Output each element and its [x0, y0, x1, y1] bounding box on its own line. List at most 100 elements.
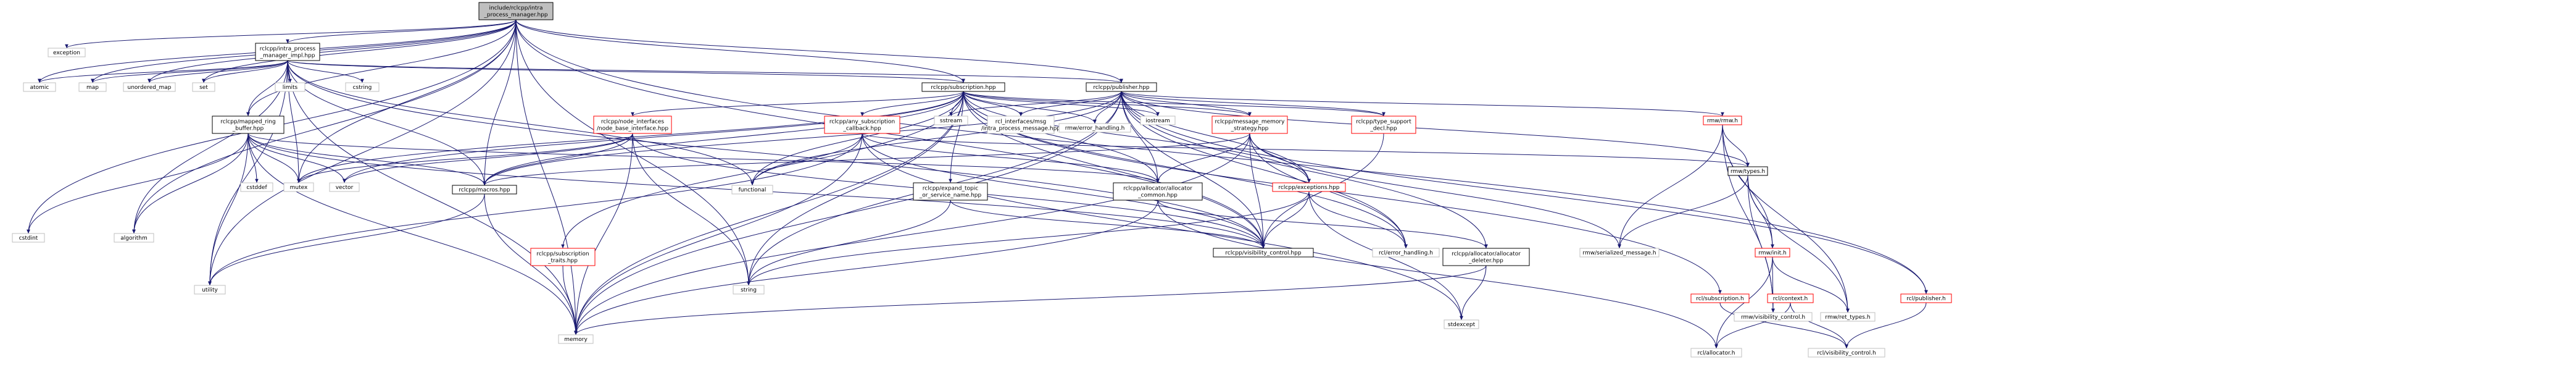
node-box: [1213, 248, 1314, 258]
node-mapped-ring[interactable]: rclcpp/mapped_ring_buffer.hpp: [212, 116, 285, 134]
node-rcl-ctx[interactable]: rcl/context.h: [1767, 293, 1814, 303]
edge-ipm-impl-to-cstring: [287, 60, 364, 83]
edge-msg-mem-to-visibility: [1249, 133, 1265, 249]
node-rcl-pub[interactable]: rcl/publisher.h: [1900, 293, 1952, 303]
edge-subscription-to-expand-topic: [949, 91, 964, 183]
node-label: mutex: [290, 185, 308, 191]
edge-msg-mem-to-macros: [483, 133, 1250, 186]
node-msg-mem[interactable]: rclcpp/message_memory_strategy.hpp: [1211, 116, 1288, 134]
node-algorithm: algorithm: [114, 233, 154, 243]
edge-root-to-publisher: [515, 19, 1123, 83]
node-label: _callback.hpp: [842, 126, 881, 132]
edge-root-to-exception: [65, 19, 517, 49]
node-box: [987, 116, 1055, 134]
edge-expand-topic-to-string: [747, 200, 951, 286]
node-label: rmw/types.h: [1730, 169, 1765, 175]
node-vector: vector: [329, 182, 360, 192]
node-visibility[interactable]: rclcpp/visibility_control.hpp: [1213, 248, 1314, 258]
edge-node-base-to-string: [632, 133, 750, 286]
edge-exceptions-to-string: [747, 191, 1310, 286]
edge-ipm-impl-to-functional: [287, 60, 754, 186]
node-iostream: iostream: [1140, 116, 1176, 125]
node-label: map: [86, 85, 99, 91]
edge-subscription-to-type-support: [963, 91, 1386, 117]
node-box: [1272, 182, 1346, 192]
node-box: [1703, 116, 1742, 125]
node-node-base[interactable]: rclcpp/node_interfaces/node_base_interfa…: [593, 116, 672, 134]
node-root[interactable]: include/rclcpp/intra_process_manager.hpp: [478, 2, 554, 20]
node-limits: limits: [275, 82, 305, 92]
node-ipm-impl[interactable]: rclcpp/intra_process_manager_impl.hpp: [255, 43, 320, 61]
edge-publisher-to-msg-mem: [1121, 91, 1252, 117]
edge-publisher-to-exceptions: [1121, 91, 1311, 183]
edge-rcl-pub-to-rcl-vis: [1845, 302, 1927, 349]
edge-msg-mem-to-memory: [574, 133, 1250, 335]
node-unordered-map: unordered_map: [123, 82, 176, 92]
node-label: rclcpp/allocator/allocator: [1452, 251, 1521, 258]
node-box: [114, 233, 154, 243]
node-intra-msg: rcl_interfaces/msg/intra_process_message…: [981, 116, 1060, 134]
edge-subscription-to-visibility: [963, 91, 1265, 249]
node-label: _or_service_name.hpp: [919, 193, 982, 199]
edge-ipm-impl-to-publisher: [287, 60, 1123, 83]
edge-msg-mem-to-rmw-ser: [1249, 133, 1621, 249]
node-box: [1767, 293, 1814, 303]
node-rmw-rmw[interactable]: rmw/rmw.h: [1703, 116, 1742, 125]
node-box: [1442, 248, 1530, 266]
edge-publisher-to-functional: [750, 91, 1122, 186]
edge-publisher-to-intra-msg: [1019, 91, 1122, 117]
edge-any-sub-cb-to-memory: [574, 133, 863, 335]
node-rcl-sub[interactable]: rcl/subscription.h: [1690, 293, 1750, 303]
node-box: [255, 43, 320, 61]
node-alloc-common[interactable]: rclcpp/allocator/allocator_common.hpp: [1113, 182, 1203, 201]
edge-subscription-to-string: [747, 91, 964, 286]
node-box: [48, 48, 86, 57]
edge-ipm-impl-to-set: [202, 60, 288, 83]
edge-root-to-mapped-ring: [246, 19, 517, 117]
node-rmw-init[interactable]: rmw/init.h: [1755, 248, 1790, 258]
edge-rcl-sub-to-rcl-vis: [1719, 302, 1848, 349]
edge-mapped-ring-to-utility: [208, 133, 249, 286]
edge-ipm-impl-to-mapped-ring: [246, 60, 288, 117]
node-label: _traits.hpp: [547, 258, 578, 264]
node-sstream: sstream: [934, 116, 968, 125]
edge-ipm-impl-to-utility: [208, 60, 288, 286]
edge-publisher-to-iostream: [1121, 91, 1160, 117]
node-label: cstdint: [19, 235, 38, 242]
node-box: [593, 116, 672, 134]
edge-ipm-impl-to-mutex: [287, 60, 301, 183]
node-label: rmw/ret_types.h: [1825, 314, 1870, 321]
node-box: [1690, 348, 1742, 358]
edge-rmw-rmw-to-rmw-ser: [1618, 124, 1723, 249]
edge-any-sub-cb-to-visibility: [862, 133, 1265, 249]
node-box: [329, 182, 360, 192]
node-label: /intra_process_message.hpp: [981, 126, 1060, 132]
edge-rmw-types-to-rmw-ret: [1747, 175, 1850, 313]
node-type-support[interactable]: rclcpp/type_support_decl.hpp: [1351, 116, 1416, 134]
node-box: [240, 182, 273, 192]
node-exceptions[interactable]: rclcpp/exceptions.hpp: [1272, 182, 1346, 192]
edge-publisher-to-memory: [574, 91, 1122, 335]
edge-subscription-to-alloc-common: [963, 91, 1160, 183]
node-rmw-types[interactable]: rmw/types.h: [1727, 166, 1768, 176]
node-box: [731, 185, 773, 195]
edge-publisher-to-rcl-pub: [1121, 91, 1928, 295]
node-box: [921, 82, 1005, 92]
node-box: [1734, 312, 1813, 322]
node-label: rclcpp/mapped_ring: [220, 119, 275, 125]
edge-subscription-to-iostream: [963, 91, 1160, 117]
node-box: [1900, 293, 1952, 303]
node-subscription[interactable]: rclcpp/subscription.hpp: [921, 82, 1005, 92]
node-publisher[interactable]: rclcpp/publisher.hpp: [1086, 82, 1157, 92]
edge-publisher-to-type-support: [1121, 91, 1386, 117]
node-box: [1086, 82, 1157, 92]
node-label: exception: [53, 50, 80, 56]
node-alloc-deleter[interactable]: rclcpp/allocator/allocator_deleter.hpp: [1442, 248, 1530, 266]
edge-exceptions-to-visibility: [1261, 191, 1310, 249]
node-any-sub-cb[interactable]: rclcpp/any_subscription_callback.hpp: [824, 116, 900, 134]
node-sub-traits[interactable]: rclcpp/subscription_traits.hpp: [530, 248, 596, 266]
node-expand-topic[interactable]: rclcpp/expand_topic_or_service_name.hpp: [913, 182, 988, 201]
edge-mapped-ring-to-cstdint: [27, 133, 249, 234]
node-macros[interactable]: rclcpp/macros.hpp: [452, 185, 517, 195]
node-rcl-err: rcl/error_handling.h: [1372, 248, 1440, 258]
